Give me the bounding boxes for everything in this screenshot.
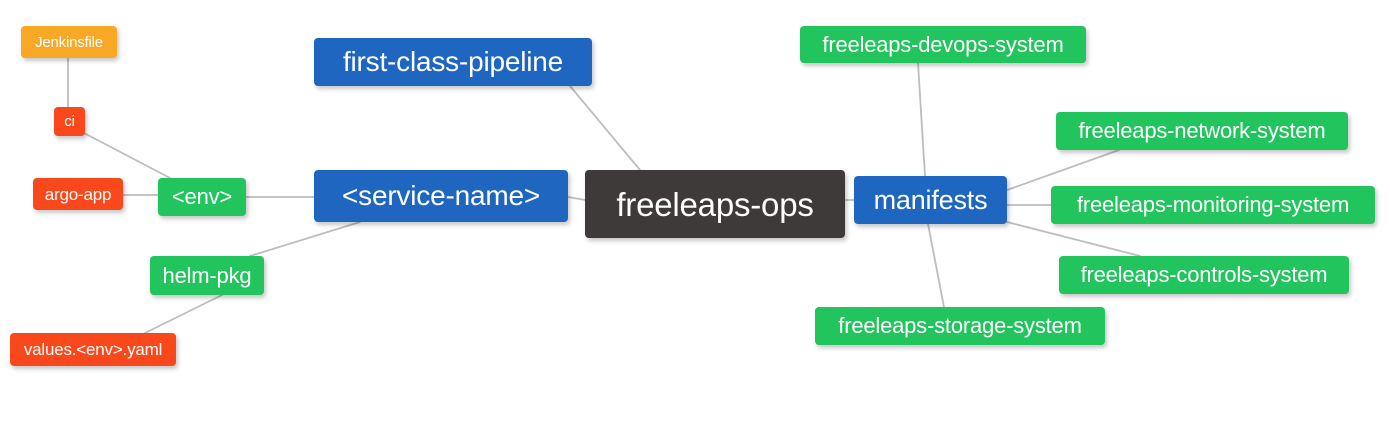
node-helm-pkg[interactable]: helm-pkg bbox=[150, 256, 264, 295]
node-freeleaps-ops[interactable]: freeleaps-ops bbox=[585, 170, 845, 238]
node-freeleaps-storage-system[interactable]: freeleaps-storage-system bbox=[815, 307, 1105, 345]
node-freeleaps-controls-system[interactable]: freeleaps-controls-system bbox=[1059, 256, 1349, 294]
node-first-class-pipeline[interactable]: first-class-pipeline bbox=[314, 38, 592, 86]
edge-manifests-to-freeleaps-storage-system bbox=[927, 223, 945, 308]
edge-manifests-to-freeleaps-devops-system bbox=[917, 62, 926, 177]
node-jenkinsfile[interactable]: Jenkinsfile bbox=[21, 26, 117, 58]
node-freeleaps-monitoring-system[interactable]: freeleaps-monitoring-system bbox=[1051, 186, 1375, 224]
edge-first-class-pipeline-to-freeleaps-ops bbox=[569, 85, 641, 171]
edge-helm-pkg-to-service-name bbox=[249, 221, 361, 257]
node-freeleaps-network-system[interactable]: freeleaps-network-system bbox=[1056, 112, 1348, 150]
edge-service-name-to-freeleaps-ops bbox=[567, 196, 586, 201]
node-env[interactable]: <env> bbox=[158, 178, 246, 216]
edge-manifests-to-freeleaps-controls-system bbox=[1006, 221, 1141, 257]
edge-values-env-yaml-to-helm-pkg bbox=[144, 294, 223, 334]
node-freeleaps-devops-system[interactable]: freeleaps-devops-system bbox=[800, 26, 1086, 63]
node-service-name[interactable]: <service-name> bbox=[314, 170, 568, 222]
node-argo-app[interactable]: argo-app bbox=[33, 178, 123, 210]
edge-ci-to-env bbox=[83, 132, 171, 179]
node-values-env-yaml[interactable]: values.<env>.yaml bbox=[10, 333, 176, 366]
edge-manifests-to-freeleaps-network-system bbox=[1006, 149, 1120, 191]
node-manifests[interactable]: manifests bbox=[854, 176, 1007, 224]
node-ci[interactable]: ci bbox=[54, 107, 85, 136]
